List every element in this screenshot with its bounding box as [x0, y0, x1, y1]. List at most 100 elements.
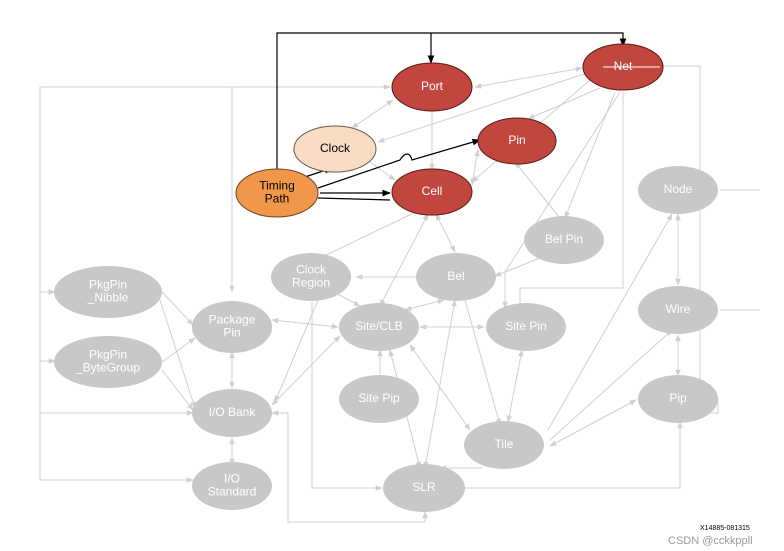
watermark-credit: CSDN @cckkppll — [668, 535, 753, 547]
node-pip-label: Pip — [669, 391, 687, 405]
edge-port-net — [474, 66, 583, 89]
node-io-standard-label: Standard — [208, 485, 257, 499]
edge-timing-to-pin — [317, 138, 481, 189]
node-clock-region-shape — [271, 253, 351, 301]
node-site-clb-shape — [339, 303, 419, 351]
edge-bel-tile — [464, 299, 501, 426]
node-io-standard-shape — [192, 462, 272, 510]
edge-belpin-bel — [494, 257, 541, 277]
edge-packagepin-siteclb — [271, 317, 339, 330]
node-site-clb-label: Site/CLB — [355, 319, 402, 333]
edge-bel-slr — [423, 299, 457, 469]
node-port: Port — [391, 62, 473, 112]
node-clock-shape — [293, 125, 377, 173]
node-wire: Wire — [638, 286, 718, 334]
node-node-shape — [638, 166, 718, 214]
node-site-pin: Site Pin — [486, 303, 566, 351]
node-pkgpin-bytegroup: PkgPin_ByteGroup — [54, 336, 162, 388]
node-clock-label: Clock — [320, 141, 351, 155]
edge-net-right-loop — [660, 65, 719, 414]
node-package-pin-label: Pin — [223, 326, 240, 340]
edge-net-to-cell-long — [519, 92, 624, 308]
edge-sitepin-tile — [506, 349, 524, 423]
node-cell-label: Cell — [422, 184, 443, 198]
node-pkgpin-nibble: PkgPin_Nibble — [54, 266, 162, 318]
grey-relationship-edges — [39, 65, 760, 523]
node-clock: Clock — [293, 125, 377, 173]
node-io-standard-label: I/O — [224, 472, 240, 486]
node-wire-shape — [638, 286, 718, 334]
node-pkgpin-nibble-label: _Nibble — [87, 291, 129, 305]
node-pin-label: Pin — [508, 133, 525, 147]
edge-nibble-packagepin — [161, 291, 194, 326]
node-bel-pin-label: Bel Pin — [545, 232, 583, 246]
node-io-bank-shape — [192, 389, 272, 437]
node-pkgpin-bytegroup-label: PkgPin — [89, 348, 127, 362]
edge-clock-cell — [369, 161, 396, 181]
edge-port-clock — [351, 99, 394, 129]
edge-cell-bel — [435, 213, 456, 253]
node-wire-label: Wire — [666, 302, 691, 316]
node-slr-shape — [383, 464, 465, 512]
node-site-pip-shape — [339, 375, 419, 423]
edge-cell-clockregion — [319, 209, 421, 259]
node-bel: Bel — [416, 253, 496, 301]
node-timing-path-shape — [235, 168, 319, 218]
edge-net-clock — [377, 73, 585, 143]
node-pin: Pin — [477, 117, 557, 165]
node-clock-region-label: Region — [292, 276, 330, 290]
edge-siteclb-tile — [409, 344, 471, 431]
node-io-bank: I/O Bank — [192, 389, 272, 437]
node-cell: Cell — [391, 168, 473, 216]
edge-outer-left-bus — [39, 86, 43, 480]
edge-siteclb-iobank — [271, 335, 341, 406]
node-timing-path-label: Path — [265, 192, 290, 206]
node-bel-label: Bel — [447, 269, 464, 283]
edge-bel-siteclb — [404, 298, 445, 312]
node-pkgpin-nibble-shape — [54, 266, 162, 318]
node-pip: Pip — [638, 375, 718, 423]
edge-cell-siteclb — [379, 213, 429, 307]
node-tile: Tile — [464, 421, 544, 469]
node-port-shape — [391, 62, 473, 112]
edge-net-pin — [527, 87, 601, 120]
node-site-pin-label: Site Pin — [505, 319, 546, 333]
node-site-pip-label: Site Pip — [358, 391, 400, 405]
node-net-label: Net — [614, 59, 633, 73]
node-tile-label: Tile — [495, 437, 514, 451]
edge-tile-pip — [549, 399, 637, 447]
node-pkgpin-bytegroup-shape — [54, 336, 162, 388]
node-package-pin-label: Package — [209, 313, 256, 327]
edge-bytegroup-iobank — [161, 369, 194, 411]
node-site-clb: Site/CLB — [339, 303, 419, 351]
edge-iobank-slr — [271, 410, 428, 523]
node-slr: SLR — [383, 464, 465, 512]
node-node-label: Node — [664, 182, 693, 196]
edge-nibble-iobank — [159, 299, 196, 409]
node-port-label: Port — [421, 79, 444, 93]
edge-pin-cell — [470, 149, 480, 186]
node-pin-shape — [477, 117, 557, 165]
node-io-bank-label: I/O Bank — [209, 405, 257, 419]
edge-tile-node — [547, 213, 673, 431]
edge-bytegroup-packagepin — [161, 337, 196, 363]
node-timing-path-label: Timing — [259, 179, 295, 193]
node-node: Node — [638, 166, 718, 214]
node-pkgpin-bytegroup-label: _ByteGroup — [75, 361, 140, 375]
edge-belpin-pin — [514, 161, 561, 219]
node-package-pin-shape — [192, 301, 272, 353]
node-site-pip: Site Pip — [339, 375, 419, 423]
edge-slr-pip — [465, 421, 683, 489]
node-tile-shape — [464, 421, 544, 469]
node-bel-pin: Bel Pin — [524, 216, 604, 264]
node-bel-pin-shape — [524, 216, 604, 264]
node-pip-shape — [638, 375, 718, 423]
figure-id: X14885-081315 — [700, 525, 750, 532]
edge-timing-to-cell-lower — [317, 197, 391, 201]
